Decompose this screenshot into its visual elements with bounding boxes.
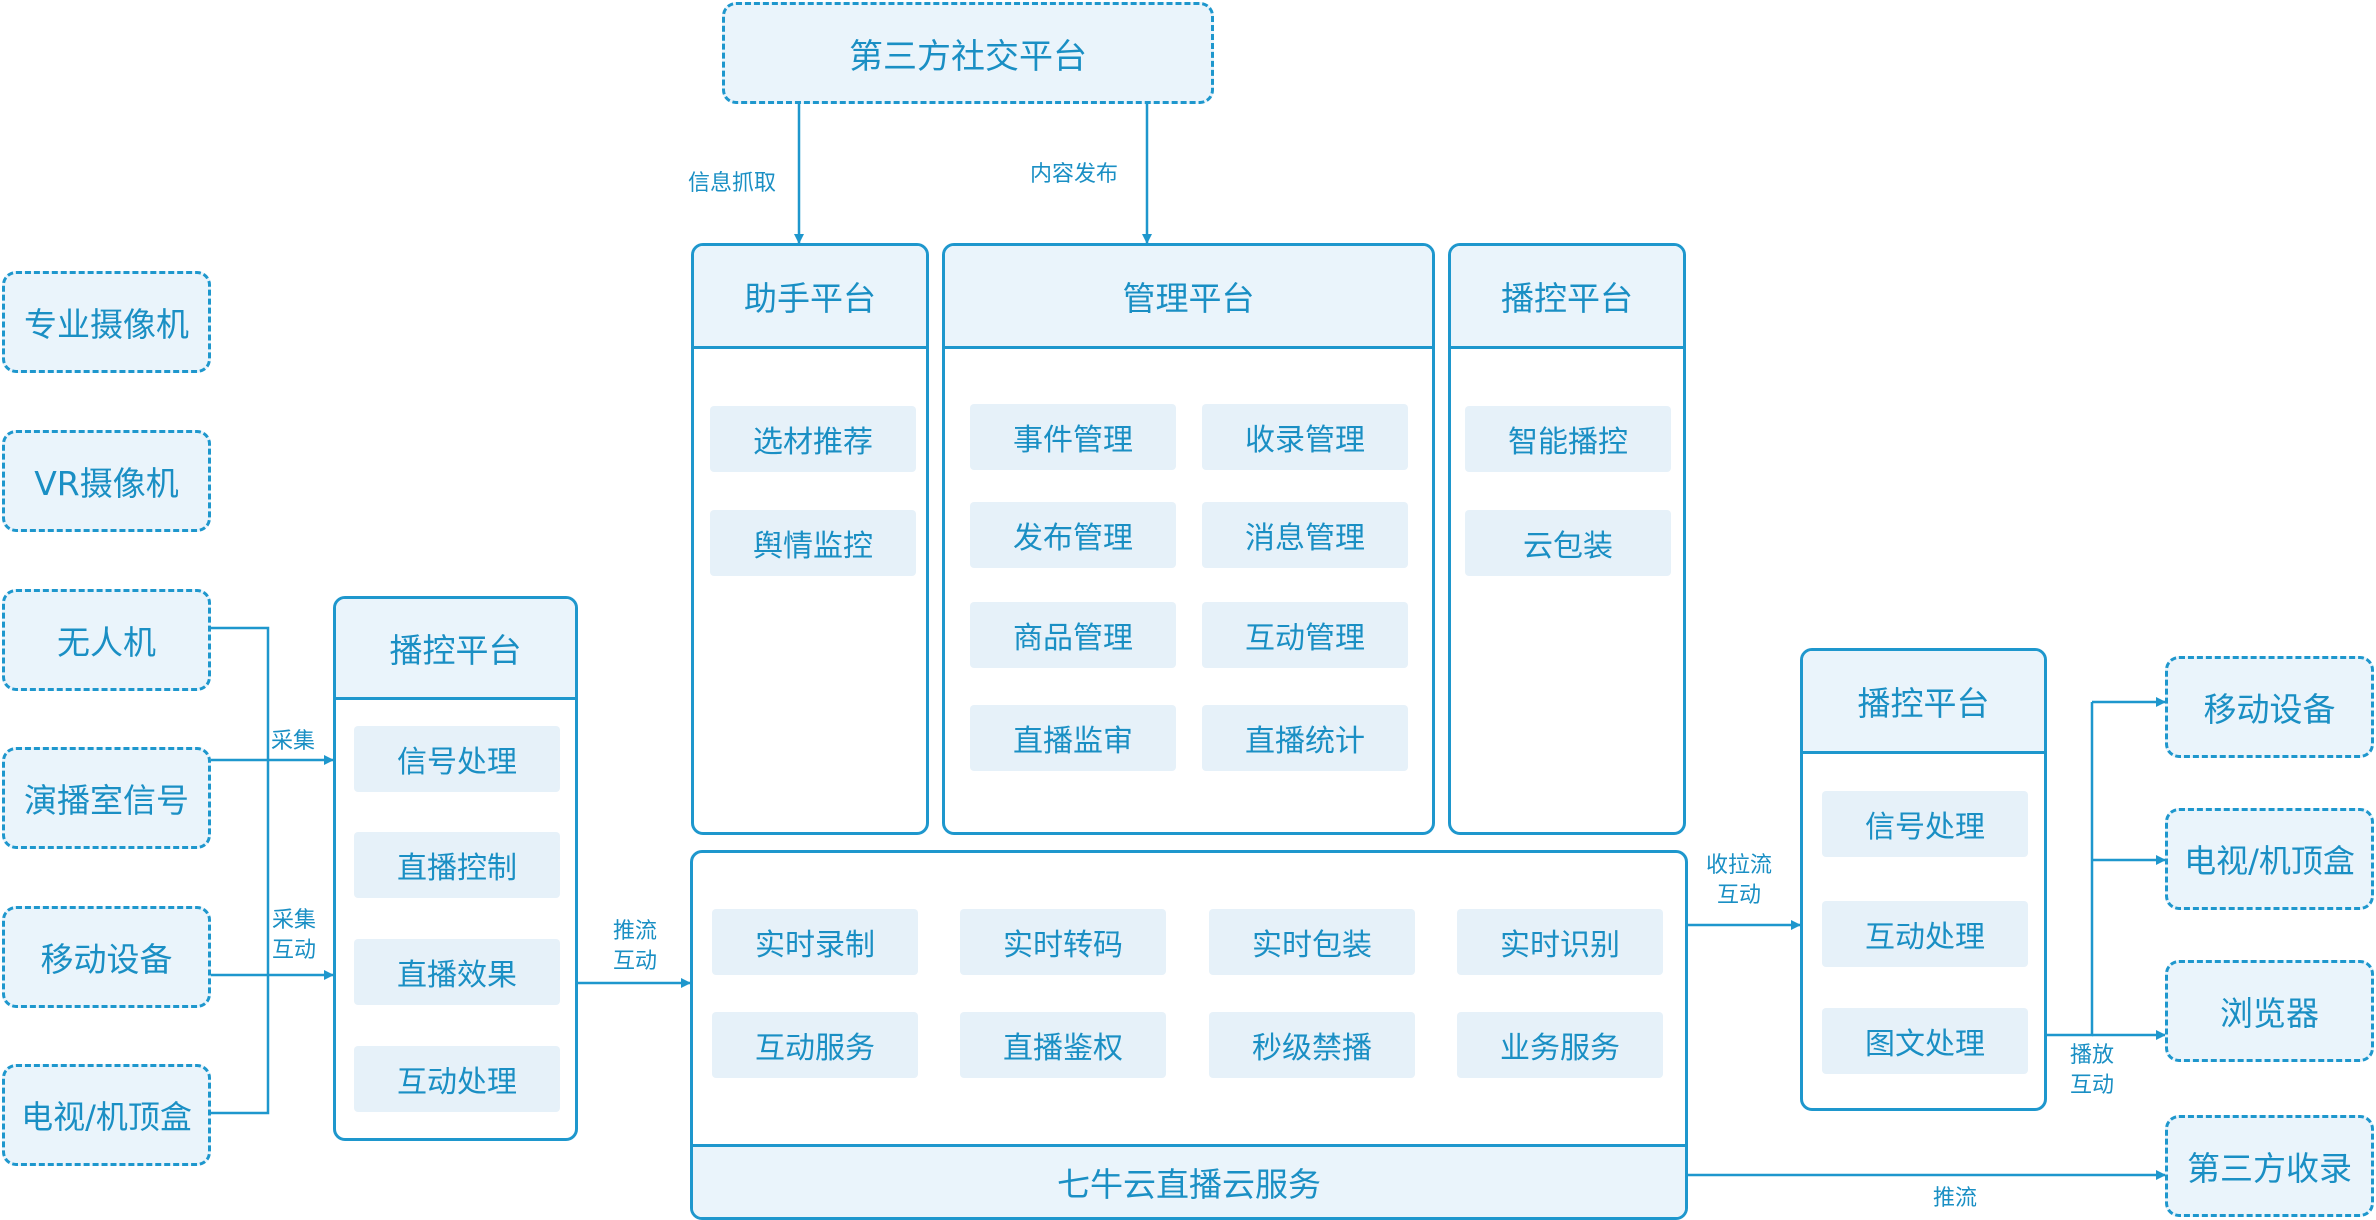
output-mobile-device: 移动设备 — [2165, 656, 2374, 758]
pull-interact-label-1: 收拉流 — [1706, 853, 1773, 878]
output-tv-box: 电视/机顶盒 — [2165, 808, 2374, 910]
collect-label: 采集 — [271, 729, 316, 754]
source-pro-camera: 专业摄像机 — [2, 271, 211, 373]
source-tv-box: 电视/机顶盒 — [2, 1064, 211, 1166]
collect-interact-label-2: 互动 — [272, 938, 317, 963]
right-item-interaction: 互动处理 — [1822, 901, 2028, 967]
assistant-panel: 助手平台 选材推荐 舆情监控 — [691, 243, 929, 835]
cloud-item-recognize: 实时识别 — [1457, 909, 1663, 975]
cloud-item-package: 实时包装 — [1209, 909, 1415, 975]
cloud-item-record: 实时录制 — [712, 909, 918, 975]
right-broadcast-title: 播控平台 — [1803, 651, 2044, 754]
push-interact-label-2: 互动 — [613, 949, 658, 974]
left-broadcast-title: 播控平台 — [336, 599, 575, 700]
manage-item-stats: 直播统计 — [1202, 705, 1408, 771]
social-platform-box: 第三方社交平台 — [722, 2, 1214, 104]
collect-interact-label-1: 采集 — [272, 908, 317, 933]
assistant-title: 助手平台 — [694, 246, 926, 349]
left-item-live-control: 直播控制 — [354, 832, 560, 898]
play-interact-label-2: 互动 — [2070, 1073, 2115, 1098]
cloud-item-auth: 直播鉴权 — [960, 1012, 1166, 1078]
info-capture-label: 信息抓取 — [688, 171, 777, 196]
output-third-party-record: 第三方收录 — [2165, 1115, 2374, 1217]
manage-item-record: 收录管理 — [1202, 404, 1408, 470]
cloud-item-interact-service: 互动服务 — [712, 1012, 918, 1078]
left-broadcast-panel: 播控平台 信号处理 直播控制 直播效果 互动处理 — [333, 596, 578, 1141]
source-studio-signal: 演播室信号 — [2, 747, 211, 849]
right-broadcast-panel: 播控平台 信号处理 互动处理 图文处理 — [1800, 648, 2047, 1111]
right-item-graphics: 图文处理 — [1822, 1008, 2028, 1074]
broadcast-item-smart: 智能播控 — [1465, 406, 1671, 472]
manage-item-review: 直播监审 — [970, 705, 1176, 771]
source-bus-line — [211, 626, 270, 1115]
output-bus-line — [2047, 702, 2094, 1037]
assistant-item-opinion: 舆情监控 — [710, 510, 916, 576]
manage-item-interaction: 互动管理 — [1202, 602, 1408, 668]
right-item-signal: 信号处理 — [1822, 791, 2028, 857]
push-label: 推流 — [1933, 1186, 1978, 1211]
cloud-service-panel: 实时录制 实时转码 实时包装 实时识别 互动服务 直播鉴权 秒级禁播 业务服务 … — [690, 850, 1688, 1220]
left-item-live-effect: 直播效果 — [354, 939, 560, 1005]
assistant-item-material: 选材推荐 — [710, 406, 916, 472]
pull-interact-label-2: 互动 — [1717, 883, 1762, 908]
play-interact-label-1: 播放 — [2070, 1043, 2115, 1068]
source-vr-camera: VR摄像机 — [2, 430, 211, 532]
manage-item-publish: 发布管理 — [970, 502, 1176, 568]
cloud-item-business: 业务服务 — [1457, 1012, 1663, 1078]
broadcast-item-package: 云包装 — [1465, 510, 1671, 576]
left-item-interaction: 互动处理 — [354, 1046, 560, 1112]
source-drone: 无人机 — [2, 589, 211, 691]
manage-item-goods: 商品管理 — [970, 602, 1176, 668]
cloud-item-transcode: 实时转码 — [960, 909, 1166, 975]
cloud-service-title: 七牛云直播云服务 — [693, 1144, 1685, 1217]
source-mobile-device: 移动设备 — [2, 906, 211, 1008]
left-item-signal: 信号处理 — [354, 726, 560, 792]
content-publish-label: 内容发布 — [1030, 162, 1119, 187]
output-browser: 浏览器 — [2165, 960, 2374, 1062]
management-panel: 管理平台 事件管理 收录管理 发布管理 消息管理 商品管理 互动管理 直播监审 … — [942, 243, 1435, 835]
manage-item-message: 消息管理 — [1202, 502, 1408, 568]
push-interact-label-1: 推流 — [613, 919, 658, 944]
management-title: 管理平台 — [945, 246, 1432, 349]
cloud-item-ban: 秒级禁播 — [1209, 1012, 1415, 1078]
broadcast-top-title: 播控平台 — [1451, 246, 1683, 349]
broadcast-panel-top: 播控平台 智能播控 云包装 — [1448, 243, 1686, 835]
manage-item-event: 事件管理 — [970, 404, 1176, 470]
